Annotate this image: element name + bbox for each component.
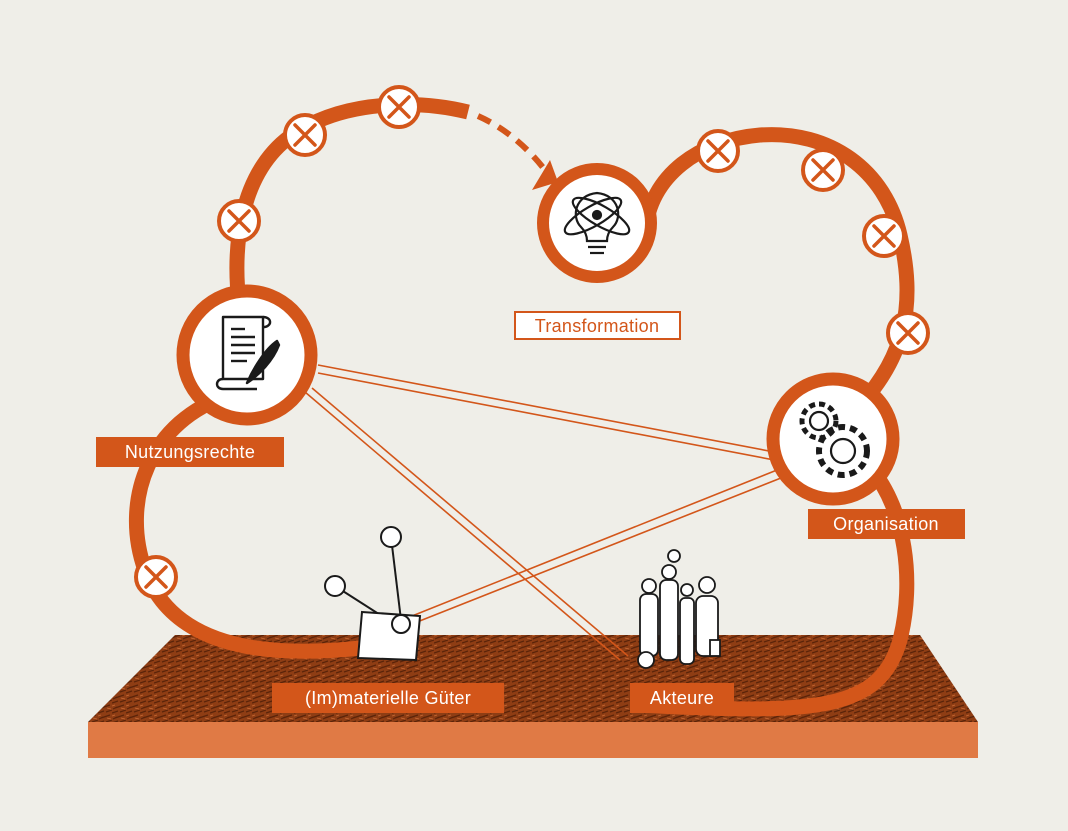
- gueter-label-text: (Im)materielle Güter: [305, 688, 471, 708]
- loop-right-upper: [637, 127, 915, 426]
- transformation-label: Transformation: [514, 311, 681, 340]
- x-circle-icon: [283, 113, 327, 157]
- nutzungsrechte-label: Nutzungsrechte: [96, 437, 284, 467]
- x-circle-icon: [886, 311, 930, 355]
- akteure-label-text: Akteure: [650, 688, 714, 708]
- x-circle-icon: [862, 214, 906, 258]
- akteure-label: Akteure: [630, 683, 734, 713]
- organisation-node: [766, 372, 900, 506]
- gears-icon: [799, 401, 870, 478]
- organisation-label-text: Organisation: [833, 514, 939, 534]
- x-circle-icon: [134, 555, 178, 599]
- organisation-label: Organisation: [808, 509, 965, 539]
- nutzungsrechte-node: [176, 284, 318, 426]
- nutzungsrechte-label-text: Nutzungsrechte: [125, 442, 255, 462]
- scroll-quill-icon: [215, 315, 281, 391]
- x-circle-icon: [217, 199, 261, 243]
- ground-front: [88, 722, 978, 758]
- x-circle-icon: [801, 148, 845, 192]
- lightbulb-atom-icon: [563, 191, 631, 255]
- connection-lines: [304, 364, 791, 661]
- loop-left-lower: [128, 387, 361, 659]
- transformation-label-text: Transformation: [535, 316, 660, 336]
- gueter-label: (Im)materielle Güter: [272, 683, 504, 713]
- network-box-icon: [324, 526, 422, 662]
- transformation-node: [537, 163, 657, 283]
- blocked-markers: [134, 85, 930, 599]
- people-group-icon: [637, 549, 721, 669]
- x-circle-icon: [377, 85, 421, 129]
- loop-arrow-dashed: [476, 113, 548, 172]
- x-circle-icon: [696, 129, 740, 173]
- transformation-arrowhead: [532, 160, 558, 190]
